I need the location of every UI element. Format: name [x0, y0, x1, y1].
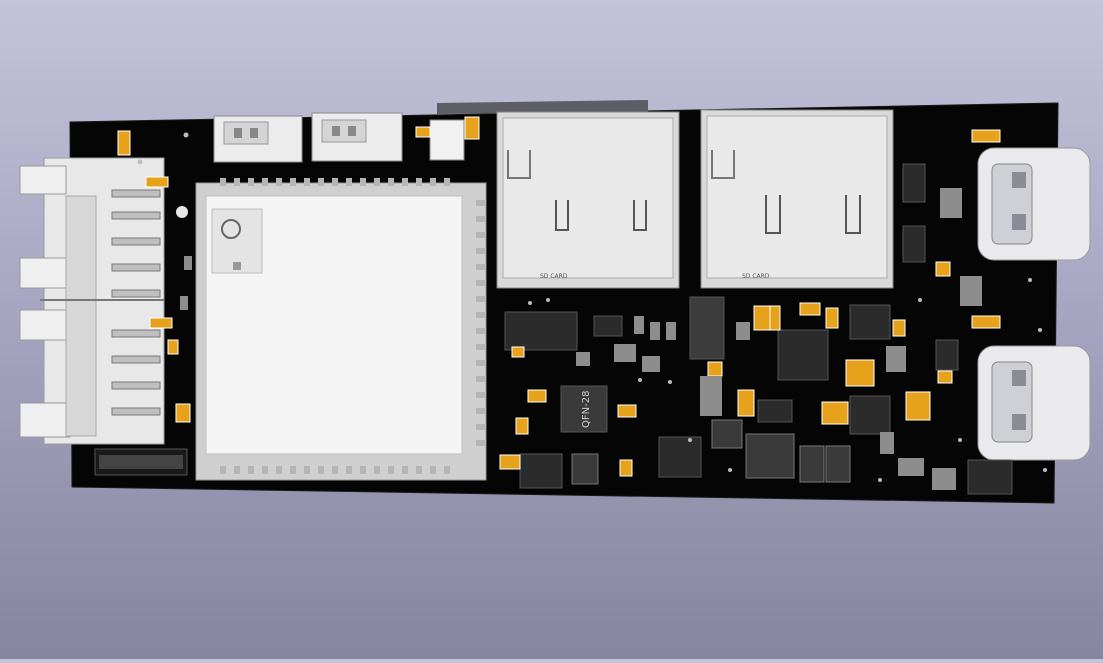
smd-pad	[845, 359, 875, 387]
usb-c-connector-bottom	[977, 345, 1091, 461]
power-logo-icon	[221, 219, 241, 239]
sd-slot-right-text: SD CARD	[742, 273, 770, 280]
fet-1	[571, 453, 599, 485]
soic-chip	[504, 311, 578, 351]
smd-pad	[971, 129, 1001, 143]
qfn-chip	[560, 385, 608, 433]
board-edge-piece	[437, 100, 648, 114]
qfn-chip-2	[777, 329, 829, 381]
smd-pad	[825, 307, 839, 329]
ic-chip-4	[849, 304, 891, 340]
sd-slot-left-text: SD CARD	[540, 273, 568, 280]
smd-pad	[821, 401, 849, 425]
smd-pad	[737, 389, 755, 417]
smd-pad	[799, 302, 821, 316]
smd-pad	[905, 391, 931, 421]
smd-pad	[753, 305, 771, 331]
smd-pad	[515, 417, 529, 435]
smd-pad	[617, 404, 637, 418]
jst-connector-2	[311, 112, 403, 162]
power-inductor	[745, 433, 795, 479]
ic-chip-6	[519, 453, 563, 489]
left-terminal-connector	[19, 157, 165, 445]
diode-1	[799, 445, 825, 483]
ic-chip-7	[967, 459, 1013, 495]
smd-pad	[167, 339, 179, 355]
smd-pad	[175, 403, 191, 423]
wireless-module	[195, 178, 487, 481]
smd-pad	[511, 346, 525, 358]
smd-pad	[971, 315, 1001, 329]
smd-pad	[937, 370, 953, 384]
usb-c-connector-top	[977, 147, 1091, 261]
crystal-oscillator	[429, 119, 465, 161]
smd-pad	[935, 261, 951, 277]
smd-pad	[149, 317, 173, 329]
diode-2	[825, 445, 851, 483]
smd-pad	[769, 305, 781, 331]
ic-chip-8	[902, 163, 926, 203]
smd-pad	[499, 454, 521, 470]
ic-chip-9	[902, 225, 926, 263]
tssop-chip	[689, 296, 725, 360]
fpc-connector	[94, 448, 188, 476]
smd-pad	[415, 126, 431, 138]
jst-connector-1	[213, 115, 303, 163]
smd-pad	[707, 361, 723, 377]
smd-pad	[145, 176, 169, 188]
ic-chip-12	[757, 399, 793, 423]
smd-pad	[619, 459, 633, 477]
sd-card-slot-left: SD CARD	[496, 111, 680, 289]
ic-chip-11	[593, 315, 623, 337]
smd-pad	[527, 389, 547, 403]
smd-pad	[117, 130, 131, 156]
qfn-chip-label: QFN-28	[581, 391, 592, 428]
ic-chip-5	[849, 395, 891, 435]
capacitor-large	[711, 419, 743, 449]
ic-chip-10	[935, 339, 959, 371]
smd-pad	[892, 319, 906, 337]
qfn-chip-3	[658, 436, 702, 478]
sd-card-slot-right: SD CARD	[700, 109, 894, 289]
